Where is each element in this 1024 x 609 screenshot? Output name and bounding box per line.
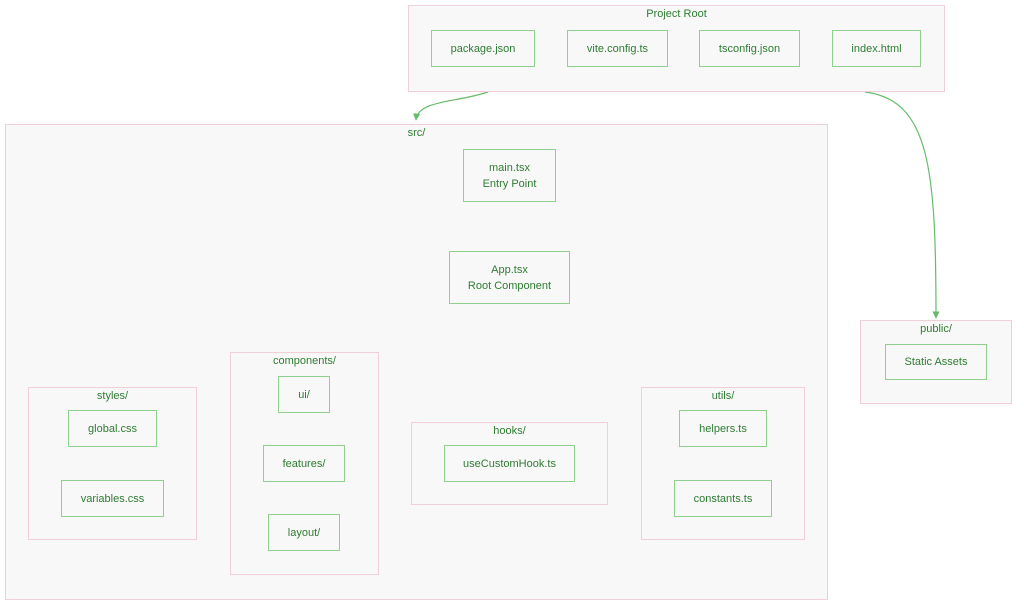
node-app-tsx[interactable]: App.tsx Root Component (449, 251, 570, 304)
node-tsconfig[interactable]: tsconfig.json (699, 30, 800, 67)
node-label: index.html (851, 42, 902, 55)
node-label: ui/ (298, 388, 310, 401)
node-main-tsx[interactable]: main.tsx Entry Point (463, 149, 556, 202)
group-label-src: src/ (407, 127, 426, 139)
node-label: constants.ts (693, 492, 753, 505)
node-title: main.tsx (489, 161, 530, 174)
group-label-hooks: hooks/ (493, 425, 526, 437)
group-label-styles: styles/ (96, 390, 129, 402)
node-use-custom-hook[interactable]: useCustomHook.ts (444, 445, 575, 482)
node-label: package.json (450, 42, 516, 55)
node-static-assets[interactable]: Static Assets (885, 344, 987, 380)
node-helpers[interactable]: helpers.ts (679, 410, 767, 447)
node-variables-css[interactable]: variables.css (61, 480, 164, 517)
node-label: useCustomHook.ts (463, 457, 556, 470)
node-title: App.tsx (491, 263, 528, 276)
node-layout[interactable]: layout/ (268, 514, 340, 551)
node-label: layout/ (287, 526, 321, 539)
node-label: global.css (88, 422, 137, 435)
node-label: tsconfig.json (718, 42, 781, 55)
edge-root-to-src (413, 91, 489, 121)
node-ui[interactable]: ui/ (278, 376, 330, 413)
group-label-public: public/ (920, 323, 952, 335)
group-label-project-root: Project Root (646, 8, 707, 20)
node-features[interactable]: features/ (263, 445, 345, 482)
node-subtitle: Root Component (467, 279, 552, 292)
node-constants[interactable]: constants.ts (674, 480, 772, 517)
node-index-html[interactable]: index.html (832, 30, 921, 67)
group-label-components: components/ (273, 355, 336, 367)
edge-root-to-public (864, 91, 940, 319)
node-global-css[interactable]: global.css (68, 410, 157, 447)
node-label: helpers.ts (699, 422, 747, 435)
node-label: vite.config.ts (586, 42, 649, 55)
node-label: Static Assets (904, 356, 968, 368)
node-vite-config[interactable]: vite.config.ts (567, 30, 668, 67)
node-label: features/ (282, 457, 326, 470)
node-label: variables.css (80, 492, 145, 505)
group-label-utils: utils/ (711, 390, 735, 402)
node-package-json[interactable]: package.json (431, 30, 535, 67)
node-subtitle: Entry Point (482, 177, 537, 190)
